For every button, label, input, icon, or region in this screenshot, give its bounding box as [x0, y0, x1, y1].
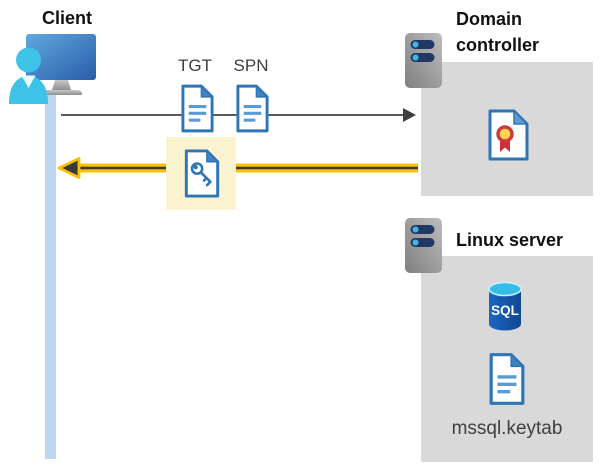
monitor-icon: [26, 34, 96, 95]
key-document-icon: [184, 149, 220, 198]
certificate-icon: [488, 109, 529, 161]
client-label: Client: [41, 8, 92, 28]
tgt-document-icon: [181, 84, 214, 133]
linux-server-label: Linux server: [456, 230, 564, 250]
response-arrow: [57, 157, 418, 179]
linux-server-icon: [405, 218, 442, 273]
client-lifeline: [45, 91, 56, 459]
keytab-document-icon: [489, 352, 525, 405]
sql-database-icon: SQL: [488, 281, 522, 331]
tgt-label: TGT: [178, 56, 212, 75]
sql-icon-text: SQL: [491, 303, 519, 318]
client-icon: [9, 34, 96, 104]
spn-label: SPN: [233, 56, 269, 75]
domain-controller-label: Domain controller: [456, 9, 540, 56]
keytab-label: mssql.keytab: [451, 418, 563, 439]
rosette-glyph: [496, 125, 514, 152]
domain-controller-server-icon: [405, 33, 442, 88]
request-arrow-head: [403, 108, 416, 122]
request-arrow-line: [61, 114, 404, 116]
person-icon: [9, 47, 48, 104]
spn-document-icon: [236, 84, 269, 133]
key-glyph: [190, 162, 212, 187]
